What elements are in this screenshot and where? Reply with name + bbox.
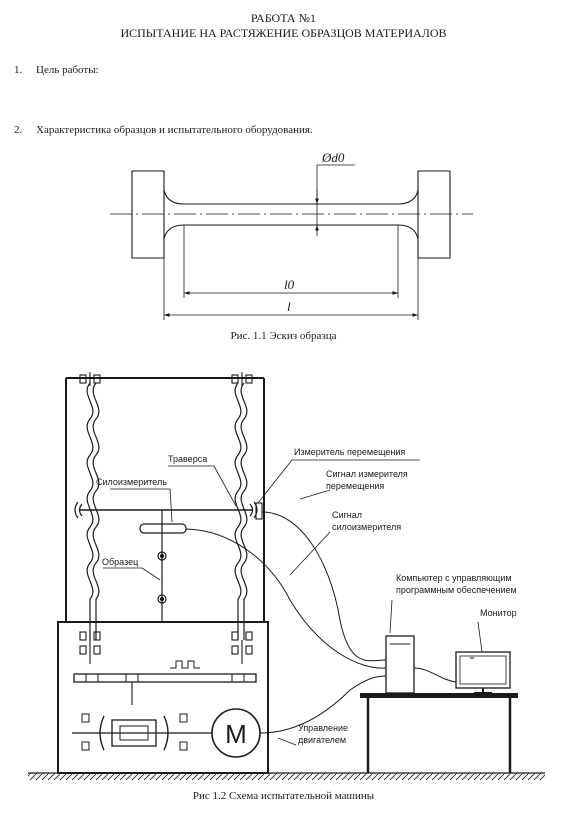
computer-case <box>385 635 415 694</box>
label-traverse: Траверса <box>168 454 207 464</box>
section-1-number: 1. <box>14 64 23 76</box>
cable-loadcell <box>185 528 387 669</box>
label-specimen: Образец <box>102 557 138 567</box>
section-2: 2. Характеристика образцов и испытательно… <box>14 124 313 137</box>
upper-grip <box>157 551 167 561</box>
top-bearings <box>79 372 253 386</box>
label-monitor: Монитор <box>480 608 517 618</box>
lead-screw-left <box>86 382 94 640</box>
label-displacement-signal-1: Сигнал измерителя <box>326 469 408 479</box>
section-1-text: Цель работы: <box>36 64 99 76</box>
traverse-nut-left <box>74 501 83 519</box>
specimen-outline <box>131 170 451 259</box>
label-displacement-signal-2: перемещения <box>326 481 384 491</box>
lead-screw-right <box>234 382 242 640</box>
figure1-caption: Рис. 1.1 Эскиз образца <box>230 330 337 342</box>
cable-monitor <box>413 667 457 683</box>
lead-screw-left-2 <box>92 382 100 640</box>
ground-hatch <box>28 773 545 780</box>
gear-belt <box>73 673 257 683</box>
machine-base <box>57 621 269 774</box>
table-top <box>360 693 518 698</box>
specimen-sketch <box>110 164 473 320</box>
work-title: РАБОТА №1 <box>250 11 317 25</box>
testing-machine <box>28 372 545 780</box>
label-motor-control-2: двигателем <box>298 735 346 745</box>
label-computer-1: Компьютер с управляющим <box>396 573 512 583</box>
work-subtitle: ИСПЫТАНИЕ НА РАСТЯЖЕНИЕ ОБРАЗЦОВ МАТЕРИА… <box>120 26 447 40</box>
label-displacement-meter: Измеритель перемещения <box>294 447 405 457</box>
dim-diameter-label: Ød0 <box>321 150 345 165</box>
load-cell <box>139 523 187 534</box>
label-load-signal-2: силоизмерителя <box>332 522 401 532</box>
cable-displacement <box>261 511 387 662</box>
traverse-nut-right <box>249 501 258 519</box>
monitor-screen <box>455 651 511 689</box>
label-load-cell: Силоизмеритель <box>96 477 167 487</box>
reducer-housing <box>111 719 157 747</box>
label-computer-2: программным обеспечением <box>396 585 517 595</box>
section-1: 1. Цель работы: <box>14 64 99 77</box>
reducer-bearings <box>81 713 188 751</box>
lead-screw-right-2 <box>240 382 248 640</box>
label-leaders <box>103 459 483 746</box>
dim-total-label: l <box>287 299 291 314</box>
figure2-caption: Рис 1.2 Схема испытательной машины <box>192 790 375 802</box>
base-bearings <box>79 631 253 664</box>
label-motor-control-1: Управление <box>298 723 348 733</box>
cable-motor <box>259 675 387 734</box>
label-load-signal-1: Сигнал <box>332 510 362 520</box>
pulse-signal <box>170 660 200 669</box>
section-2-number: 2. <box>14 124 23 136</box>
lower-grip <box>157 594 167 604</box>
displacement-meter-box <box>255 502 263 520</box>
dim-gauge-label: l0 <box>284 277 295 292</box>
section-2-text: Характеристика образцов и испытательного… <box>36 124 313 136</box>
motor-letter: M <box>225 719 247 749</box>
